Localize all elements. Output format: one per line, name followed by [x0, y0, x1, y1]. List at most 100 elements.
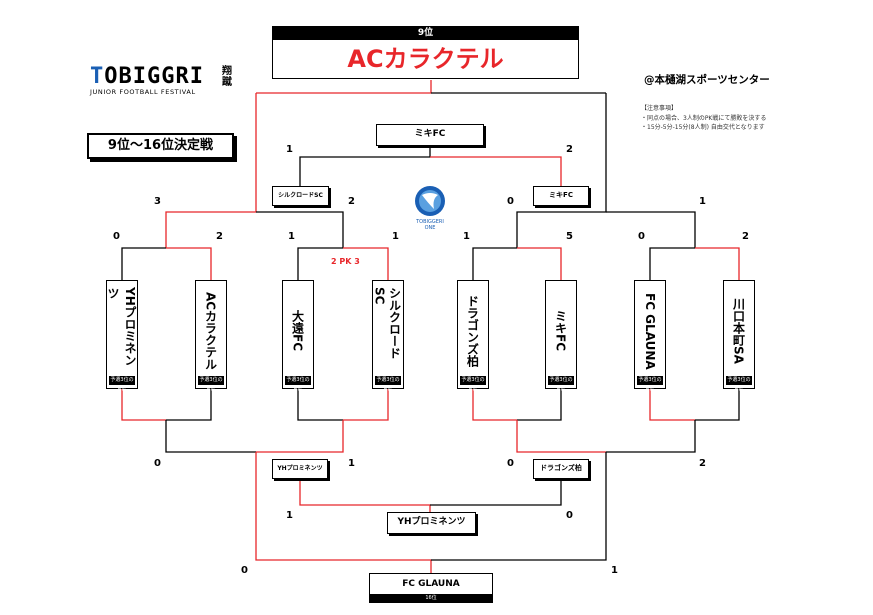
team-box: FC GLAUNA 予選3位の4位 [634, 280, 666, 392]
line-r1-b [166, 247, 212, 280]
lower-final-score-right: 0 [566, 510, 573, 521]
line-b1-b [166, 389, 212, 421]
team-name: シルクロードSC [372, 287, 402, 359]
team-seed: 予選3位の4位 [460, 376, 486, 392]
notes-line: ・同点の場合、3人制のPK戦にて勝敗を決する [641, 114, 767, 122]
winner-team-name: ACカラクテル [347, 45, 504, 73]
bottom-winner-box: FC GLAUNA [369, 573, 493, 596]
line-upper-final-right [430, 156, 562, 186]
logo-tagline: JUNIOR FOOTBALL FESTIVAL [90, 88, 196, 96]
line-r1-a [121, 247, 166, 280]
team-seed: 予選3位の4位 [637, 376, 663, 392]
line-upper-left-outer [165, 93, 257, 248]
r1-score: 2 [216, 231, 223, 242]
team-seed: 予選3位の4位 [548, 376, 574, 392]
line-r1-e [472, 247, 517, 280]
line-b1-a [121, 389, 166, 421]
logo-wordmark-initial: T [90, 64, 105, 89]
line-r1-g [649, 247, 695, 280]
team-box: ミキFC 予選3位の4位 [545, 280, 577, 392]
upper-final-score-right: 2 [566, 144, 573, 155]
page-title: 9位～16位決定戦 [87, 133, 234, 159]
team-box: 川口本町SA 予選3位の4位 [723, 280, 755, 392]
team-box: 大遠FC 予選3位の4位 [282, 280, 314, 392]
team-seed: 予選3位の4位 [285, 376, 311, 392]
line-lower-right-inner [516, 420, 606, 453]
line-b1-d [343, 389, 389, 421]
line-r1-f [517, 247, 562, 280]
line-lower-left-outer [165, 420, 256, 453]
line-bottom-left [255, 452, 432, 573]
line-lower-final-right [430, 479, 562, 506]
bottom-rank-label: 16位 [369, 594, 493, 603]
winner-box: 9位 ACカラクテル [272, 26, 579, 79]
team-name: FC GLAUNA [643, 292, 657, 370]
lower-semi-right-score-b: 2 [699, 458, 706, 469]
r1-score: 2 [742, 231, 749, 242]
lower-final-winner-box: YHプロミネンツ [387, 512, 476, 534]
venue-label: @本樋湖スポーツセンター [644, 74, 770, 86]
r1-score: 0 [638, 231, 645, 242]
logo-wordmark: TOBIGGRI [90, 66, 240, 88]
upper-semi-right-score-b: 1 [699, 196, 706, 207]
notes-line: ・15分-5分-15分(8人制) 自由交代となります [641, 124, 765, 131]
team-name: ACカラクテル [203, 291, 218, 371]
team-seed: 予選3位の4位 [109, 376, 135, 392]
team-name: ドラゴンズ柏 [465, 295, 480, 367]
team-name: 川口本町SA [731, 298, 746, 364]
team-box: シルクロードSC 予選3位の4位 [372, 280, 404, 392]
team-name: ミキFC [553, 310, 568, 352]
team-box: ドラゴンズ柏 予選3位の4位 [457, 280, 489, 392]
lower-semi-right-score-a: 0 [507, 458, 514, 469]
line-r1-h [695, 247, 740, 280]
team-box: ACカラクテル 予選3位の4位 [195, 280, 227, 392]
line-b1-e [472, 389, 517, 421]
line-r1-d [343, 247, 389, 280]
r1-score: 5 [566, 231, 573, 242]
emblem-caption: TOBIGGERI ONE [416, 219, 444, 231]
winner-rank-label: 9位 [273, 27, 578, 40]
team-seed: 予選3位の4位 [375, 376, 401, 392]
team-seed: 予選3位の4位 [726, 376, 752, 392]
upper-semi-left-score-a: 3 [154, 196, 161, 207]
upper-left-winner-box: シルクロードSC [272, 186, 329, 206]
lower-right-winner-box: ドラゴンズ柏 [533, 459, 589, 479]
lower-left-winner-box: YHプロミネンツ [272, 459, 328, 479]
bottom-score-right: 1 [611, 565, 618, 576]
notes-heading: 【注意事項】 [641, 105, 678, 112]
team-seed: 予選3位の4位 [198, 376, 224, 392]
line-upper-left-inner [256, 211, 344, 248]
logo-wordmark-rest: OBIGGRI [104, 64, 204, 89]
line-bottom-right [431, 452, 607, 561]
tobiggeri-one-emblem-icon [415, 186, 445, 216]
line-lower-final-left [299, 479, 431, 512]
upper-final-winner-box: ミキFC [376, 124, 484, 146]
line-b1-c [297, 389, 343, 421]
upper-final-score-left: 1 [286, 144, 293, 155]
bottom-score-left: 0 [241, 565, 248, 576]
upper-semi-left-score-b: 2 [348, 196, 355, 207]
notes-block: 【注意事項】 ・同点の場合、3人制のPK戦にて勝敗を決する ・15分-5分-15… [641, 104, 766, 133]
line-b1-f [517, 389, 562, 421]
tournament-logo: TOBIGGRI 翔蹴 JUNIOR FOOTBALL FESTIVAL [90, 66, 240, 98]
lower-semi-left-score-a: 0 [154, 458, 161, 469]
line-r1-c [297, 247, 343, 280]
r1-score: 0 [113, 231, 120, 242]
line-top-left [256, 80, 432, 94]
team-name: 大遠FC [290, 310, 305, 352]
pk-note: 2 PK 3 [331, 257, 360, 266]
upper-right-winner-box: ミキFC [533, 186, 589, 206]
line-b1-g [649, 389, 695, 421]
lower-semi-left-score-b: 1 [348, 458, 355, 469]
line-lower-left-inner [256, 420, 344, 453]
r1-score: 1 [392, 231, 399, 242]
line-lower-right-outer [606, 420, 696, 453]
line-upper-final-left [299, 148, 431, 186]
team-name: YHプロミネンツ [106, 287, 137, 366]
team-box: YHプロミネンツ 予選3位の4位 [106, 280, 138, 392]
logo-kanji: 翔蹴 [222, 66, 232, 88]
lower-final-score-left: 1 [286, 510, 293, 521]
r1-score: 1 [463, 231, 470, 242]
